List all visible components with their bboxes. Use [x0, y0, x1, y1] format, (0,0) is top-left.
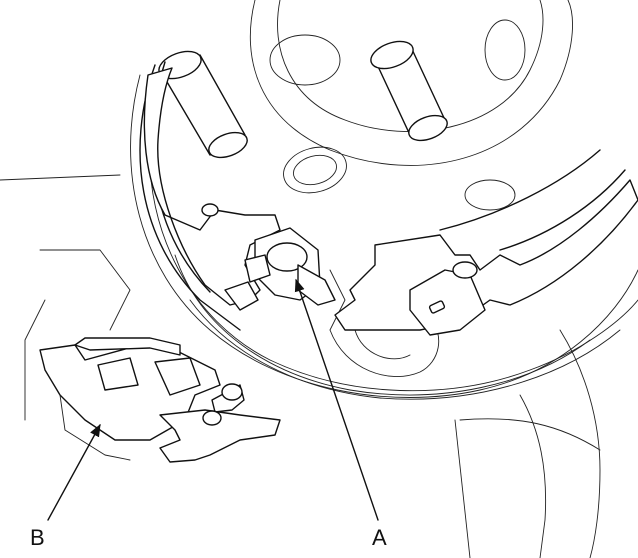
- callout-label-a: A: [372, 525, 387, 550]
- shoe-lever-right: [334, 149, 638, 336]
- callout-leaders: [47, 278, 379, 521]
- callout-label-b: B: [30, 525, 45, 550]
- leader-line-a: [294, 278, 379, 521]
- wheel-studs: [158, 19, 526, 211]
- leader-line-b: [47, 423, 101, 521]
- adjuster-pin: [244, 227, 336, 306]
- retaining-clip: [39, 337, 281, 463]
- brake-shoe: [139, 61, 281, 331]
